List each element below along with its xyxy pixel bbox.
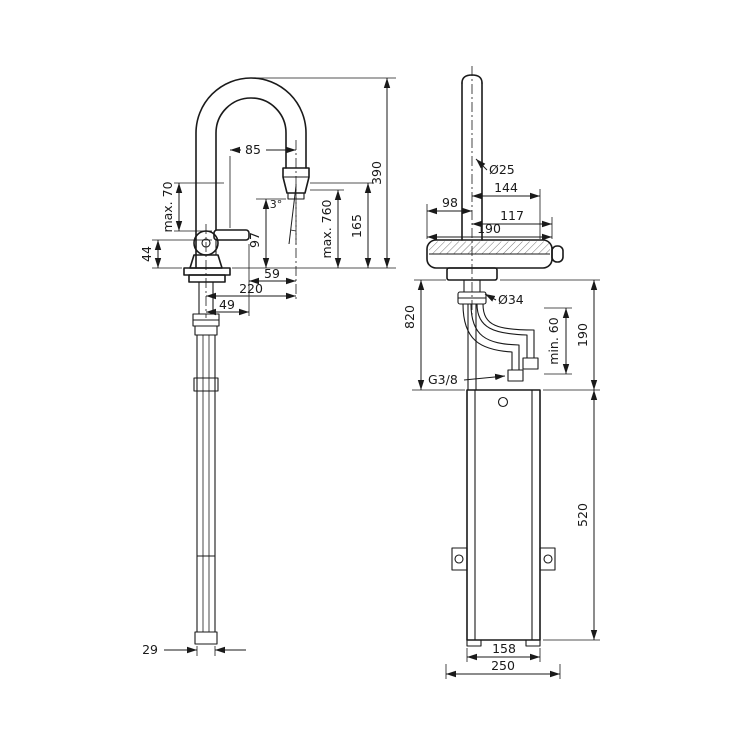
dim-overall-width-label: 250 (491, 658, 515, 673)
left-view-drawing: 3° (139, 77, 396, 657)
dim-tank-width-label: 158 (492, 641, 516, 656)
dim-spout-reach-label: 85 (245, 142, 261, 157)
faucet-side-outline (183, 77, 310, 645)
left-dimension-lines (152, 77, 396, 656)
right-dimension-lines (412, 158, 600, 679)
dim-44-label: 44 (139, 246, 154, 262)
dim-hose-pullout-label: max. 760 (319, 199, 334, 258)
dim-pipe-diameter-label: Ø25 (489, 162, 515, 177)
dim-min-clearance-label: min. 60 (546, 317, 561, 364)
dim-tank-height-label: 520 (575, 503, 590, 527)
dim-thread-label: G3/8 (428, 372, 458, 387)
dim-hose-width-label: 29 (142, 642, 158, 657)
hose-fitting (507, 369, 524, 382)
dim-spray-angle-label: 3° (270, 198, 283, 211)
dim-49-label: 49 (219, 297, 235, 312)
dim-190-right-label: 190 (575, 323, 590, 347)
select-handle (551, 245, 564, 263)
dim-spout-width-label: 190 (477, 221, 501, 236)
right-view-drawing: Ø25 144 98 117 190 Ø34 820 min. 60 190 5… (402, 66, 600, 679)
dim-handle-clearance-label: max. 70 (160, 181, 175, 232)
hose-fitting (522, 357, 539, 370)
spout-hatch (429, 241, 550, 254)
dim-hose-length-label: 820 (402, 305, 417, 329)
dim-144-label: 144 (494, 180, 518, 195)
left-centerlines (205, 140, 297, 318)
base-unit (451, 389, 556, 647)
dim-shank-diameter-label: Ø34 (498, 292, 524, 307)
spray-angle: 3° (270, 185, 297, 245)
dim-117-label: 117 (500, 208, 524, 223)
dim-97-label: 97 (247, 232, 262, 248)
dim-total-height-label: 390 (369, 161, 384, 185)
dim-220-label: 220 (239, 281, 263, 296)
dim-98-label: 98 (442, 195, 458, 210)
dim-59-label: 59 (264, 266, 280, 281)
handle-lever (213, 229, 250, 241)
dim-165-label: 165 (349, 214, 364, 238)
mounting-bracket (451, 547, 468, 571)
mounting-bracket (539, 547, 556, 571)
